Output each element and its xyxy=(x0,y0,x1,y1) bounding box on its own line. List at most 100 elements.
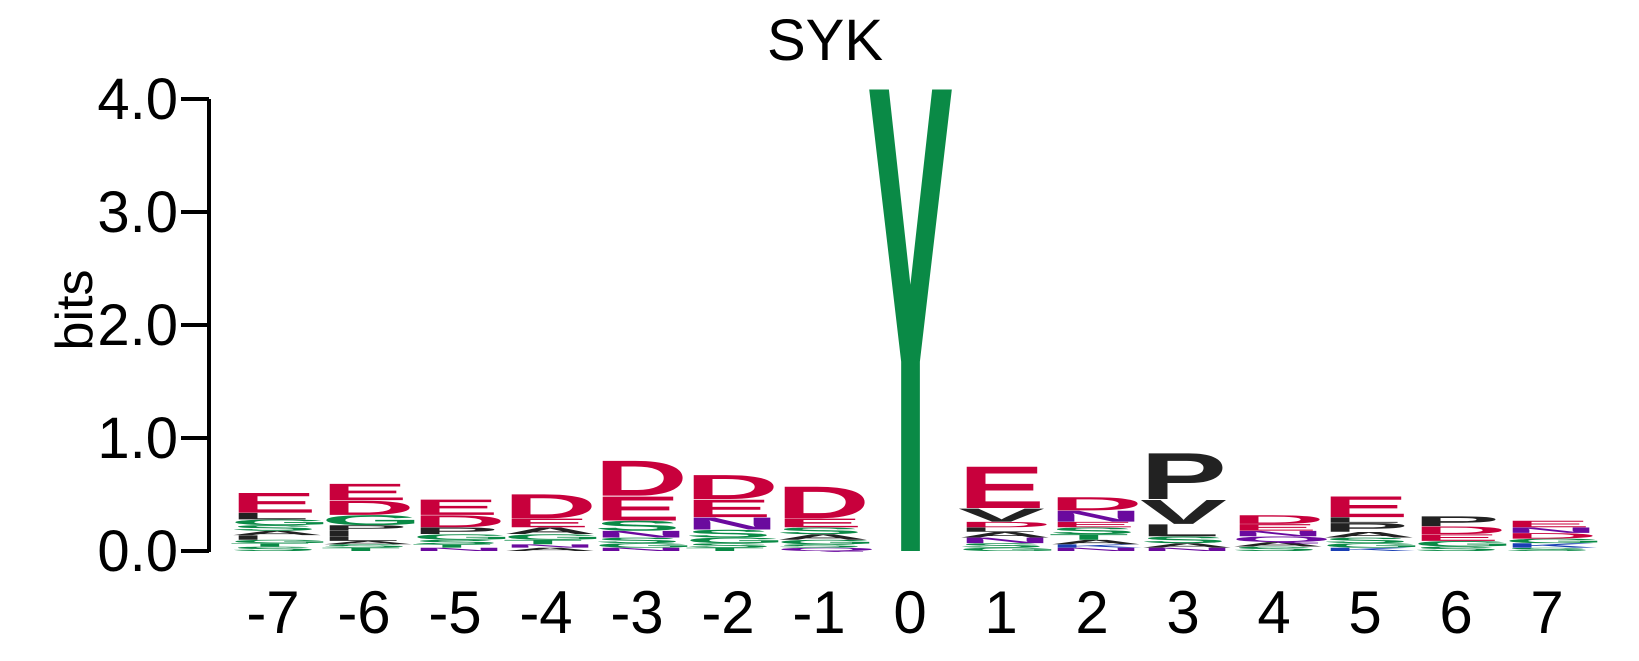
residue-glyph: Y xyxy=(867,0,954,661)
residue-glyph: D xyxy=(503,487,597,526)
residue-glyph: V xyxy=(958,505,1045,526)
residue-glyph: A xyxy=(776,533,870,542)
residue-glyph: G xyxy=(230,518,331,527)
residue-glyph: E xyxy=(230,487,317,519)
y-tick-label: 3.0 xyxy=(97,180,178,245)
residue-glyph: A xyxy=(503,525,597,536)
residue-glyph: E xyxy=(685,494,772,522)
x-tick-label: -1 xyxy=(792,579,845,646)
residue-glyph: E xyxy=(1049,520,1136,529)
residue-glyph: L xyxy=(1140,521,1220,540)
residue-glyph: G xyxy=(776,538,877,545)
residue-glyph: T xyxy=(685,547,765,552)
x-tick-label: 5 xyxy=(1348,579,1381,646)
residue-glyph: N xyxy=(503,543,597,548)
residue-glyph: D xyxy=(776,477,870,528)
x-tick-label: 4 xyxy=(1257,579,1290,646)
residue-glyph: A xyxy=(230,529,324,536)
x-tick-label: -7 xyxy=(246,579,299,646)
residue-glyph: G xyxy=(958,547,1059,552)
residue-glyph: S xyxy=(685,542,772,549)
residue-glyph: L xyxy=(1322,516,1402,525)
y-tick-label: 4.0 xyxy=(97,67,178,132)
residue-glyph: I xyxy=(321,529,357,538)
residue-glyph: E xyxy=(776,516,863,530)
residue-glyph: A xyxy=(321,540,415,545)
residue-glyph: G xyxy=(321,512,422,528)
residue-glyph: G xyxy=(1504,537,1605,544)
residue-glyph: G xyxy=(412,533,513,542)
y-tick-label: 0.0 xyxy=(97,519,178,584)
residue-glyph: S xyxy=(1049,525,1136,536)
x-tick-label: 0 xyxy=(893,579,926,646)
residue-glyph: P xyxy=(321,523,408,532)
residue-glyph: E xyxy=(1413,532,1500,543)
residue-glyph: T xyxy=(230,542,310,547)
residue-glyph: E xyxy=(321,479,408,506)
residue-glyph: E xyxy=(412,495,499,520)
residue-glyph: S xyxy=(594,536,681,545)
residue-glyph: G xyxy=(685,536,786,545)
x-tick-label: 1 xyxy=(984,579,1017,646)
residue-glyph: G xyxy=(503,533,604,542)
residue-glyph: A xyxy=(1049,538,1143,545)
x-tick-label: -4 xyxy=(519,579,572,646)
residue-glyph: T xyxy=(321,547,401,552)
x-tick-label: 6 xyxy=(1439,579,1472,646)
residue-glyph: P xyxy=(412,525,499,536)
x-tick-label: 7 xyxy=(1530,579,1563,646)
y-axis-ticks: 0.0 1.0 2.0 3.0 4.0 xyxy=(97,67,209,584)
residue-glyph: K xyxy=(1322,547,1416,552)
residue-glyph: N xyxy=(958,536,1052,545)
residue-glyph: D xyxy=(1231,512,1325,526)
residue-glyph: I xyxy=(230,534,266,541)
residue-glyph: Q xyxy=(776,547,877,552)
residue-glyph: E xyxy=(594,490,681,529)
residue-glyph: Q xyxy=(1231,535,1332,544)
residue-glyph: P xyxy=(1140,439,1227,513)
residue-glyph: D xyxy=(958,520,1052,529)
x-tick-label: -5 xyxy=(428,579,481,646)
residue-glyph: V xyxy=(1140,493,1227,532)
residue-glyph: E xyxy=(1231,522,1318,533)
residue-glyph: E xyxy=(503,516,590,530)
residue-glyph: E xyxy=(1322,490,1409,524)
chart-title: SYK xyxy=(767,8,883,73)
residue-glyph: N xyxy=(1504,526,1598,535)
residue-glyph: T xyxy=(503,538,583,545)
residue-glyph: S xyxy=(1140,534,1227,545)
x-tick-label: -6 xyxy=(337,579,390,646)
residue-glyph: N xyxy=(1140,547,1234,552)
logo-stack: Y xyxy=(867,0,954,661)
y-tick-label: 1.0 xyxy=(97,406,178,471)
y-tick-label: 2.0 xyxy=(97,293,178,358)
residue-glyph: N xyxy=(1231,529,1325,538)
x-tick-label: 3 xyxy=(1166,579,1199,646)
residue-glyph: G xyxy=(230,539,331,544)
residue-glyph: S xyxy=(685,527,772,539)
residue-glyph: N xyxy=(412,547,506,552)
residue-glyph: E xyxy=(958,454,1045,521)
residue-glyph: S xyxy=(1413,545,1500,552)
residue-glyph: L xyxy=(230,511,310,522)
residue-glyph: E xyxy=(1504,519,1591,530)
residue-glyph: A xyxy=(958,530,1052,539)
residue-glyph: G xyxy=(1413,539,1514,548)
residue-glyph: N xyxy=(685,514,779,533)
residue-glyph: S xyxy=(412,538,499,545)
residue-glyph: K xyxy=(1504,542,1598,549)
residue-glyph: K xyxy=(1049,543,1143,548)
